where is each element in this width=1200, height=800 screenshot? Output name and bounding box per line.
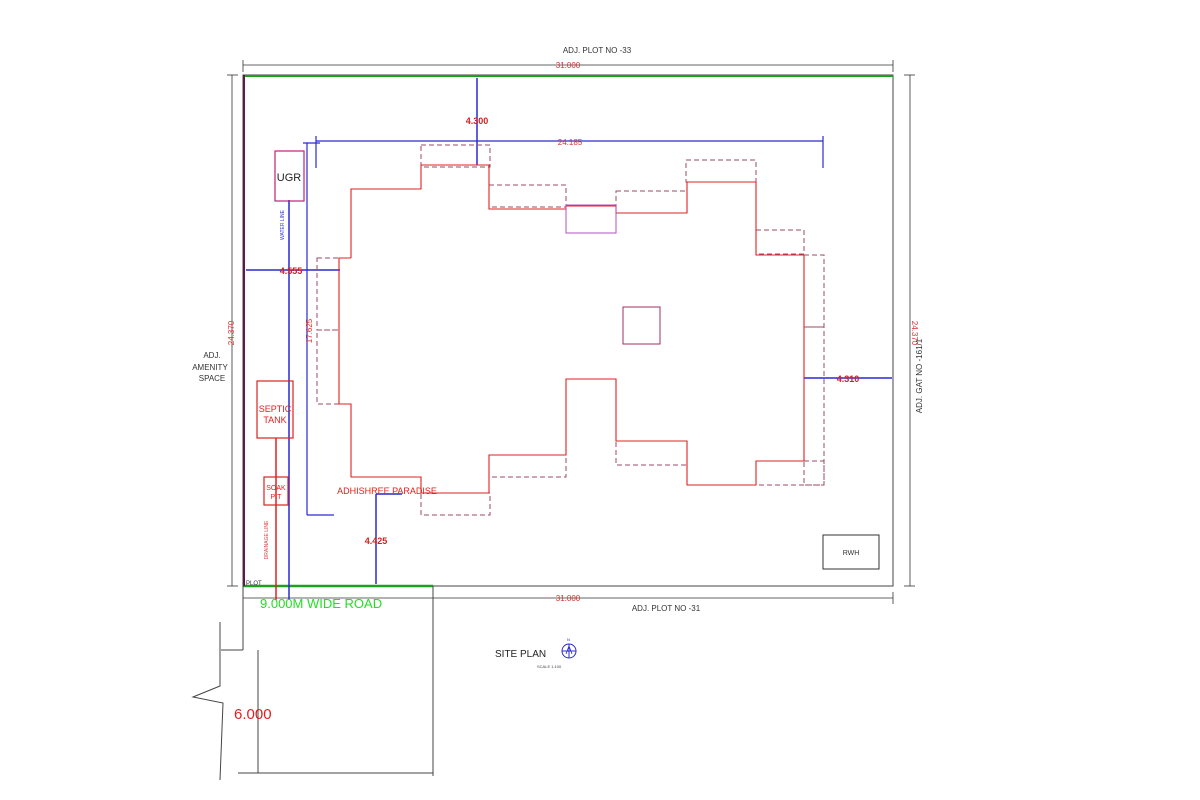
rwh-box bbox=[822, 534, 880, 570]
site-plan-title: SITE PLAN bbox=[495, 649, 546, 660]
front-margin-label: 4.300 bbox=[466, 116, 489, 126]
road-label: 9.000M WIDE ROAD bbox=[260, 596, 382, 611]
lift-box bbox=[565, 204, 617, 234]
plot-tag-label: PLOT bbox=[246, 581, 262, 587]
left-space-label: ADJ. AMENITY SPACE bbox=[192, 351, 228, 383]
rwh-label: RWH bbox=[843, 550, 860, 557]
drainage-line-label: DRAINAGE LINE bbox=[264, 520, 270, 559]
bottom-width-label: 31.000 bbox=[556, 594, 581, 603]
left-dimension bbox=[227, 74, 238, 587]
top-dimension bbox=[242, 60, 894, 72]
road-section bbox=[191, 586, 434, 781]
ugr-label: UGR bbox=[277, 172, 302, 184]
right-dimension bbox=[904, 74, 915, 587]
inner-width-label: 24.185 bbox=[558, 138, 583, 147]
plot-boundary bbox=[242, 74, 894, 587]
top-width-label: 31.000 bbox=[556, 61, 581, 70]
right-margin-label: 4.310 bbox=[837, 374, 860, 384]
soak-label: SOAK PIT bbox=[266, 485, 286, 501]
north-arrow-icon bbox=[561, 643, 577, 659]
svg-text:SPACE: SPACE bbox=[199, 374, 226, 383]
road-width-label: 6.000 bbox=[234, 706, 272, 723]
svg-text:SEPTIC: SEPTIC bbox=[259, 404, 292, 414]
septic-label: SEPTIC TANK bbox=[259, 404, 292, 425]
svg-text:TANK: TANK bbox=[263, 415, 286, 425]
north-mark-label: N bbox=[567, 637, 570, 642]
svg-text:SOAK: SOAK bbox=[266, 485, 286, 492]
inner-height-label: 17.625 bbox=[305, 318, 314, 343]
top-plot-label: ADJ. PLOT NO -33 bbox=[563, 46, 632, 55]
building-footprint bbox=[338, 164, 805, 494]
inner-width-dimension bbox=[315, 136, 824, 168]
building-name-label: ADHISHREE PARADISE bbox=[337, 486, 437, 496]
left-margin-label: 4.555 bbox=[280, 266, 303, 276]
svg-text:ADJ.: ADJ. bbox=[203, 351, 220, 360]
right-gat-label: ADJ. GAT NO -161/1 bbox=[915, 338, 924, 413]
rear-margin-dimension bbox=[375, 493, 402, 584]
bottom-plot-label: ADJ. PLOT NO -31 bbox=[632, 604, 701, 613]
svg-text:PIT: PIT bbox=[271, 494, 283, 501]
staircase-box bbox=[622, 306, 661, 345]
svg-text:AMENITY: AMENITY bbox=[192, 363, 228, 372]
right-height-label: 24.370 bbox=[910, 321, 919, 346]
water-line-label: WATER LINE bbox=[280, 209, 286, 240]
septic-tank bbox=[256, 380, 294, 439]
soak-pit bbox=[263, 476, 289, 506]
scale-label: SCALE 1:100 bbox=[537, 664, 562, 669]
ugr-tank bbox=[274, 150, 305, 202]
inner-height-dimension bbox=[303, 142, 334, 516]
left-height-label: 24.370 bbox=[227, 320, 236, 345]
dashed-floor-outline bbox=[316, 144, 825, 516]
rear-margin-label: 4.425 bbox=[365, 536, 388, 546]
